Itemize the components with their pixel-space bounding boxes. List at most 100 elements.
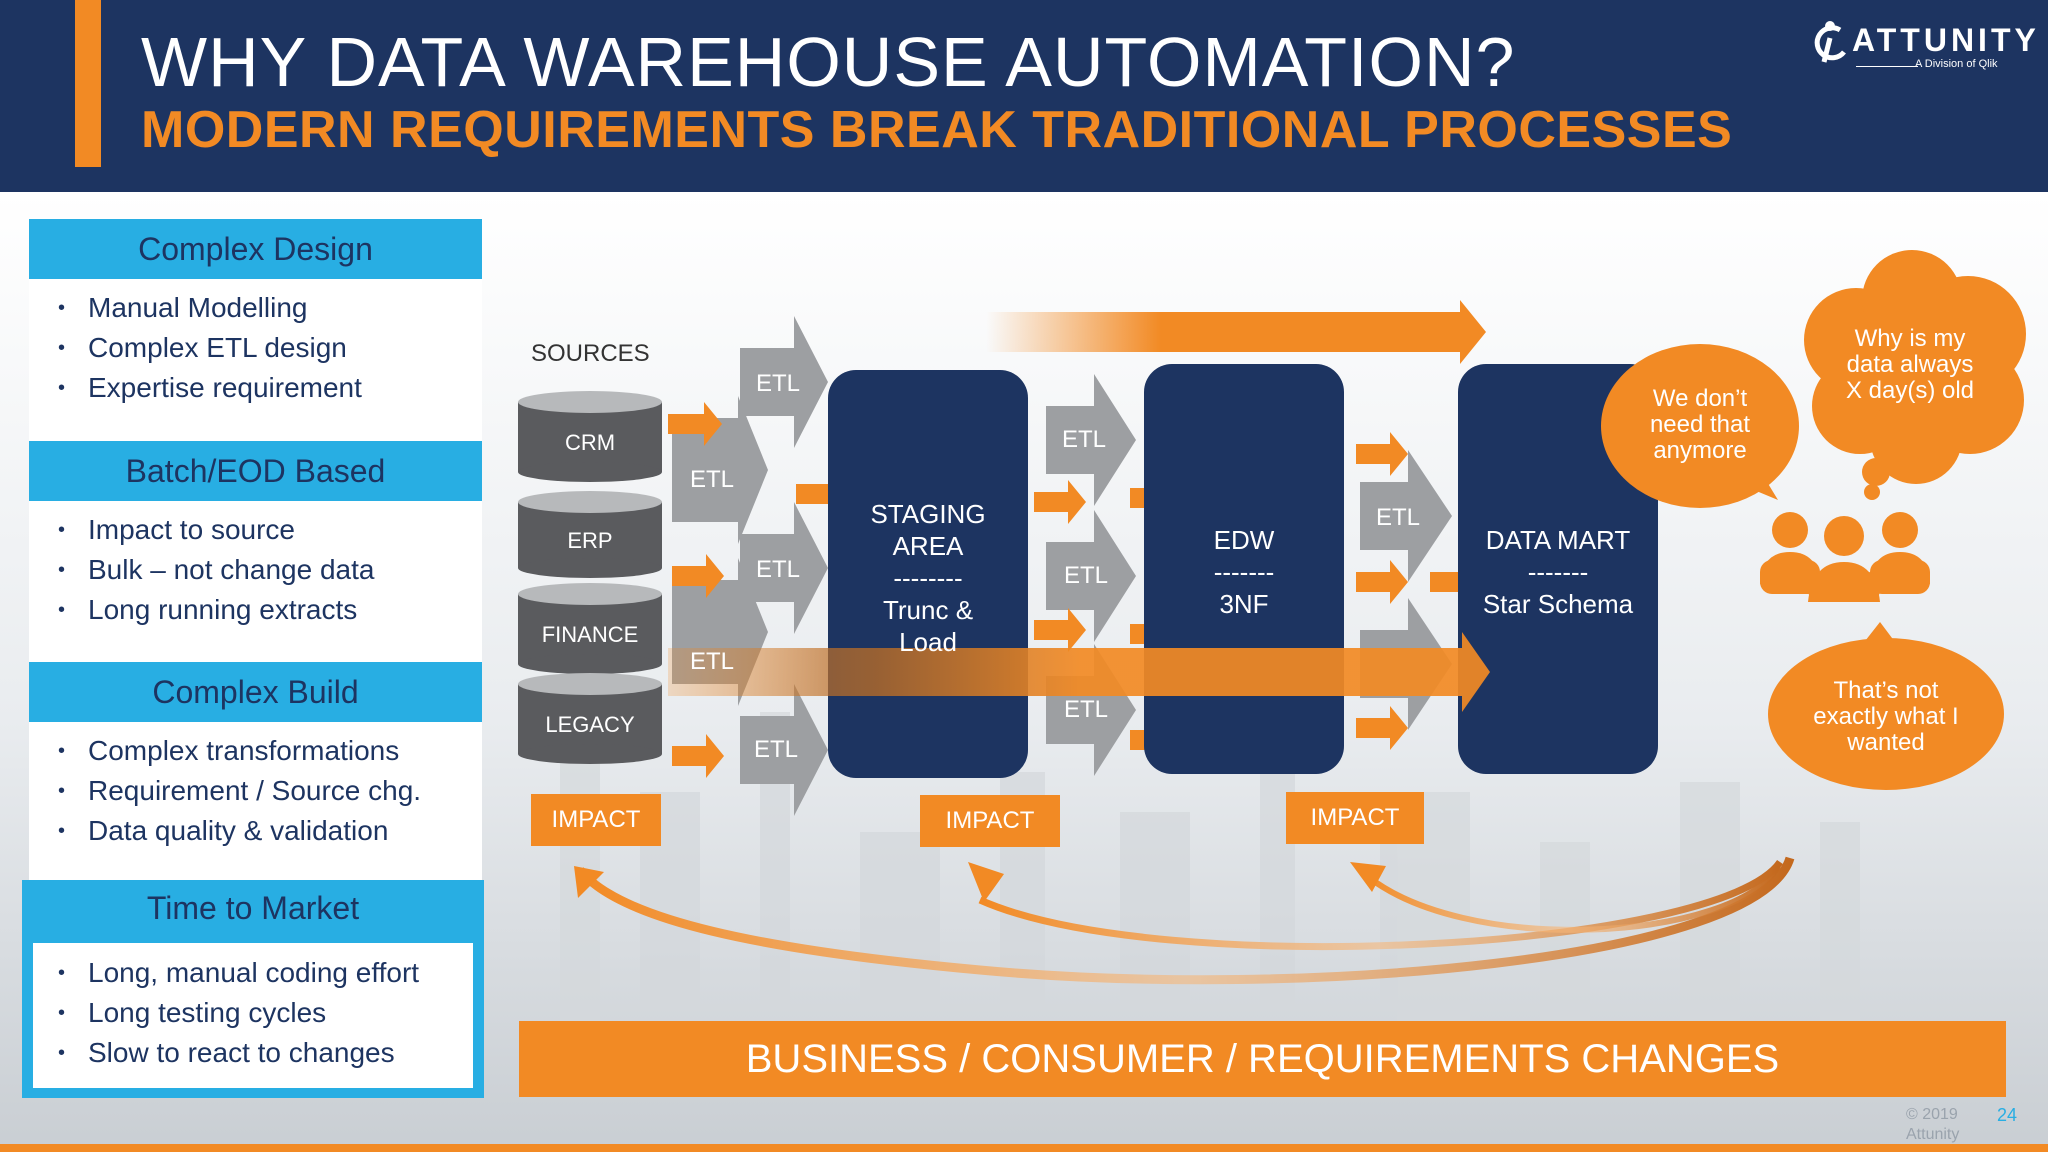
feedback-arc-inner: [1357, 864, 1781, 933]
edw-title-line: EDW: [1213, 525, 1275, 555]
etl-label: ETL: [690, 648, 735, 675]
header-accent-bar: [75, 0, 101, 167]
bubble-line: wanted: [1847, 729, 1925, 756]
thought-cloud: [1804, 250, 2026, 500]
panel-complex-design-header: Complex Design: [29, 219, 482, 279]
bubble-line: We don’t: [1652, 385, 1748, 412]
bubble-line: need that: [1649, 411, 1751, 438]
list-item: Expertise requirement: [58, 368, 362, 408]
feedback-arc-head-3: [1350, 862, 1386, 892]
list-item: Bulk – not change data: [58, 550, 374, 590]
bubble-line: anymore: [1653, 437, 1747, 464]
bubble-dont-need-text: We don’t need that anymore: [1602, 386, 1798, 464]
logo-divider: [1856, 66, 1918, 67]
bubble-line: X day(s) old: [1845, 377, 1975, 404]
attunity-logo-text: ATTUNITY: [1852, 22, 2040, 58]
etl-label: ETL: [1062, 426, 1107, 453]
edw-title: EDW ------- 3NF: [1144, 524, 1344, 620]
logo-tagline: A Division of Qlik: [1915, 58, 1998, 70]
panel-title: Batch/EOD Based: [125, 453, 386, 489]
list-item: Manual Modelling: [58, 288, 362, 328]
staging-sub-line-1: Trunc &: [882, 595, 974, 625]
bubble-line: exactly what I: [1813, 703, 1959, 730]
panel-batch-list: Impact to source Bulk – not change data …: [58, 510, 374, 630]
list-item: Requirement / Source chg.: [58, 771, 421, 811]
list-item: Long running extracts: [58, 590, 374, 630]
source-legacy: LEGACY: [545, 712, 635, 737]
etl-arrows-column-2: [740, 316, 828, 816]
list-item: Long, manual coding effort: [58, 953, 419, 993]
source-cylinders: [518, 391, 662, 764]
staging-title-line-2: AREA: [892, 531, 964, 561]
bubble-not-wanted-text: That’s not exactly what I wanted: [1788, 678, 1984, 756]
etl-label: ETL: [1064, 696, 1109, 723]
slide-subtitle: MODERN REQUIREMENTS BREAK TRADITIONAL PR…: [141, 101, 1733, 159]
business-changes-text: BUSINESS / CONSUMER / REQUIREMENTS CHANG…: [745, 1037, 1780, 1081]
list-item: Complex ETL design: [58, 328, 362, 368]
panel-batch-header: Batch/EOD Based: [29, 441, 482, 501]
copyright-line-1: © 2019: [1906, 1106, 1958, 1123]
attunity-logo-icon: [1814, 21, 1846, 63]
etl-label: ETL: [1376, 504, 1421, 531]
list-item: Slow to react to changes: [58, 1033, 419, 1073]
page-number: 24: [1997, 1105, 2018, 1125]
slide-title: WHY DATA WAREHOUSE AUTOMATION?: [141, 23, 1516, 101]
crm-cylinder: [518, 391, 662, 482]
legacy-cylinder: [518, 673, 662, 764]
staging-title-line-1: STAGING: [870, 499, 986, 529]
bubble-not-wanted: [1768, 638, 2004, 790]
list-item: Long testing cycles: [58, 993, 419, 1033]
panel-title: Complex Design: [138, 231, 373, 267]
middle-flow-arrow: [668, 632, 1490, 712]
source-erp: ERP: [567, 528, 613, 553]
erp-cylinder: [518, 491, 662, 578]
panel-complex-build-list: Complex transformations Requirement / So…: [58, 731, 421, 851]
thought-cloud-text: Why is my data always X day(s) old: [1812, 326, 2008, 404]
impact-badge-staging: IMPACT: [920, 795, 1060, 847]
sources-label: SOURCES: [531, 340, 650, 367]
footer-copyright: © 2019 Attunity: [1906, 1105, 1959, 1145]
feedback-arc-outer: [576, 856, 1795, 985]
panel-title: Time to Market: [146, 890, 360, 926]
etl-label: ETL: [690, 466, 735, 493]
finance-cylinder: [518, 583, 662, 674]
data-mart-title-line: DATA MART: [1485, 525, 1631, 555]
data-mart-title: DATA MART ------- Star Schema: [1458, 524, 1658, 620]
footer-accent-line: [0, 1144, 2048, 1152]
edw-sub-line: 3NF: [1219, 589, 1269, 619]
etl-label: ETL: [756, 556, 801, 583]
bubble-line: Why is my: [1854, 325, 1966, 352]
list-item: Complex transformations: [58, 731, 421, 771]
staging-sub-line-2: Load: [899, 627, 957, 657]
data-mart-sub-line: Star Schema: [1482, 589, 1634, 619]
data-mart-box: [1458, 364, 1658, 774]
panel-complex-build-header: Complex Build: [29, 662, 482, 722]
bubble-line: That’s not: [1833, 677, 1939, 704]
bubble-line: data always: [1846, 351, 1974, 378]
feedback-arc-head-2: [968, 862, 1004, 902]
panel-time-to-market-list: Long, manual coding effort Long testing …: [58, 953, 419, 1073]
etl-label: ETL: [1064, 562, 1109, 589]
panel-complex-design-list: Manual Modelling Complex ETL design Expe…: [58, 288, 362, 408]
staging-title: STAGING AREA -------- Trunc & Load: [828, 498, 1028, 658]
list-item: Data quality & validation: [58, 811, 421, 851]
panel-title: Complex Build: [152, 674, 359, 710]
feedback-arc-middle: [978, 859, 1783, 951]
copyright-line-2: Attunity: [1906, 1126, 1960, 1143]
source-finance: FINANCE: [541, 622, 639, 647]
staging-divider: --------: [893, 563, 963, 593]
business-changes-banner: BUSINESS / CONSUMER / REQUIREMENTS CHANG…: [519, 1021, 2006, 1097]
impact-badge-edw: IMPACT: [1286, 792, 1424, 844]
edw-divider: -------: [1213, 557, 1275, 587]
etl-label: ETL: [754, 736, 799, 763]
speech-bubbles: [1601, 250, 2026, 790]
source-crm: CRM: [564, 430, 616, 455]
list-item: Impact to source: [58, 510, 374, 550]
data-mart-divider: -------: [1527, 557, 1589, 587]
top-flow-arrow: [986, 300, 1486, 364]
people-group-icon: [1760, 512, 1930, 602]
feedback-arc-head-1: [574, 866, 604, 898]
header: WHY DATA WAREHOUSE AUTOMATION? MODERN RE…: [0, 0, 2048, 192]
